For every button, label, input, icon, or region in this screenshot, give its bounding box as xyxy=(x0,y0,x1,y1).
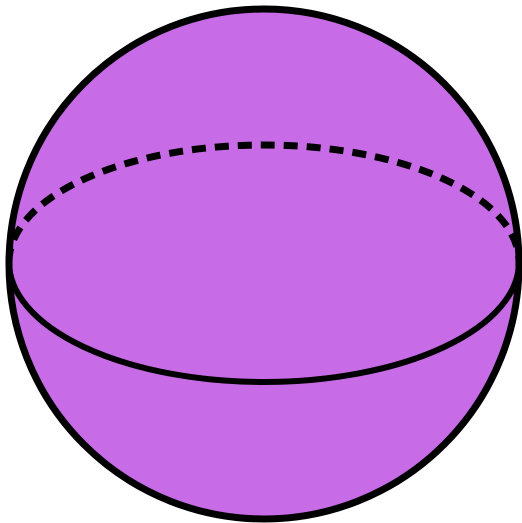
sphere-body xyxy=(9,9,519,519)
